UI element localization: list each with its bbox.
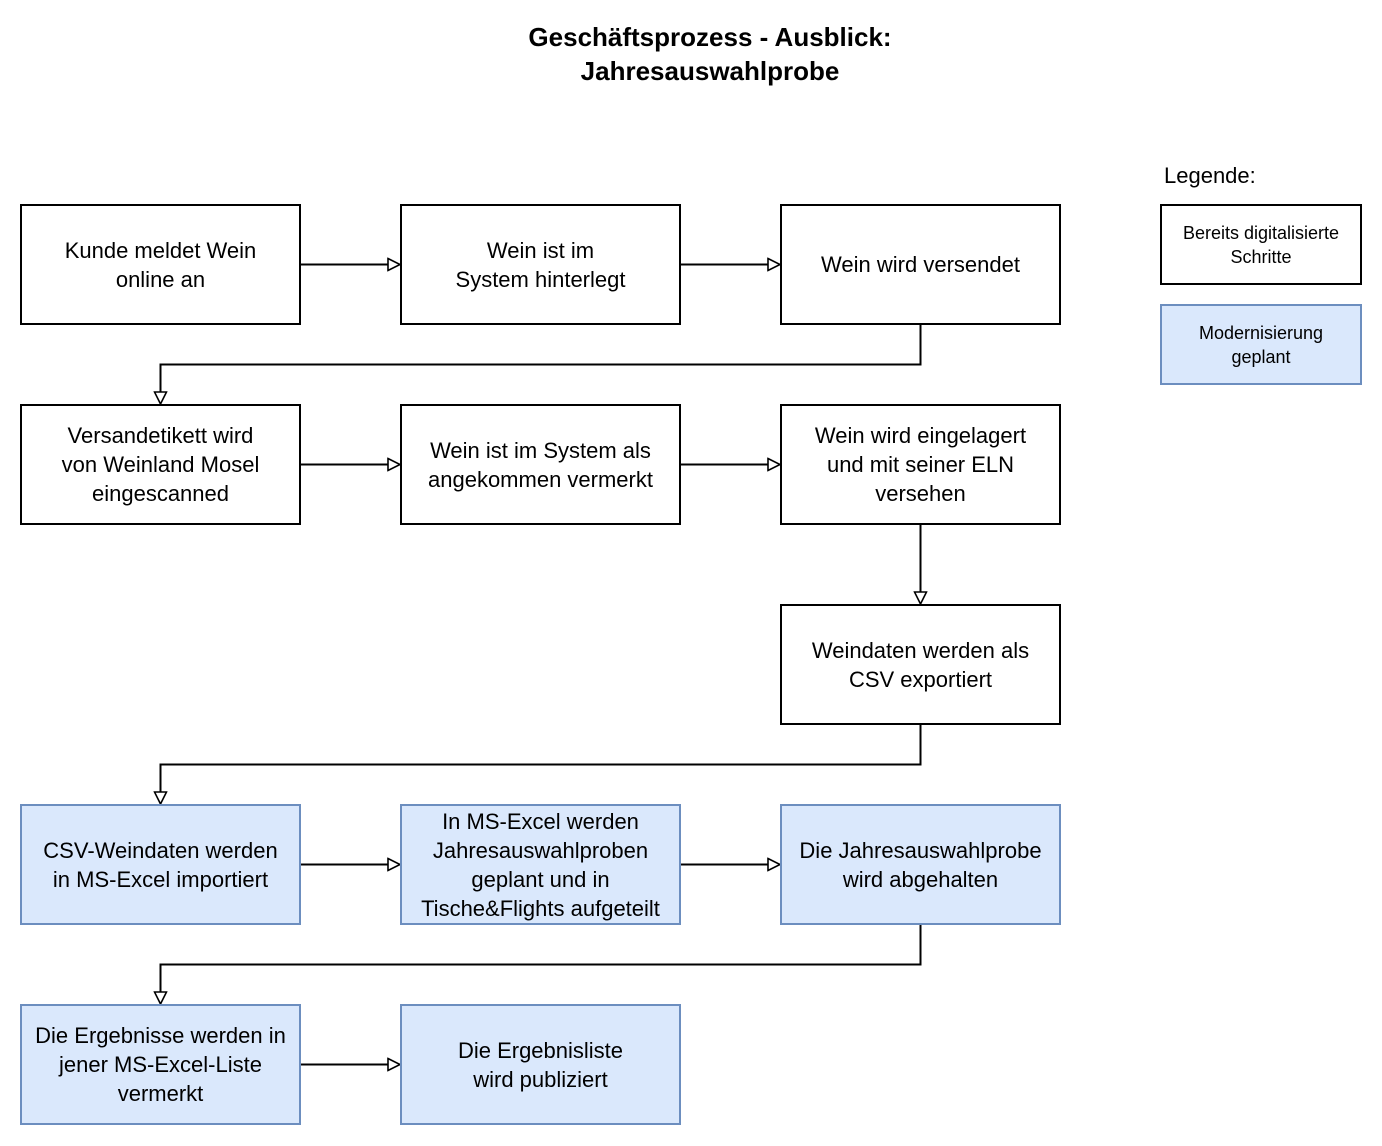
connector-arrow <box>161 725 922 804</box>
legend-item-digitized: Bereits digitalisierte Schritte <box>1160 204 1362 285</box>
title-line-1: Geschäftsprozess - Ausblick: <box>528 22 892 52</box>
legend-item-planned: Modernisierung geplant <box>1160 304 1362 385</box>
process-step-ergebnisse-vermerkt: Die Ergebnisse werden in jener MS-Excel-… <box>20 1004 301 1125</box>
connector-arrow <box>161 925 922 1004</box>
legend-title: Legende: <box>1164 163 1256 188</box>
process-step-csv-export: Weindaten werden als CSV exportiert <box>780 604 1061 725</box>
process-step-versandetikett-gescannt: Versandetikett wird von Weinland Mosel e… <box>20 404 301 525</box>
process-step-csv-import-excel: CSV-Weindaten werden in MS-Excel importi… <box>20 804 301 925</box>
process-step-wein-versendet: Wein wird versendet <box>780 204 1061 325</box>
process-step-wein-eingelagert: Wein wird eingelagert und mit seiner ELN… <box>780 404 1061 525</box>
edge-group <box>161 265 921 1065</box>
process-step-probe-abgehalten: Die Jahresauswahlprobe wird abgehalten <box>780 804 1061 925</box>
process-step-kunde-meldet-wein: Kunde meldet Wein online an <box>20 204 301 325</box>
connector-arrow <box>161 325 922 404</box>
title-line-2: Jahresauswahlprobe <box>580 56 840 86</box>
process-step-wein-angekommen: Wein ist im System als angekommen vermer… <box>400 404 681 525</box>
process-step-excel-planung: In MS-Excel werden Jahresauswahlproben g… <box>400 804 681 925</box>
diagram-title: Geschäftsprozess - Ausblick: Jahresauswa… <box>360 20 1060 88</box>
process-step-wein-im-system: Wein ist im System hinterlegt <box>400 204 681 325</box>
process-step-ergebnisliste-publiziert: Die Ergebnisliste wird publiziert <box>400 1004 681 1125</box>
